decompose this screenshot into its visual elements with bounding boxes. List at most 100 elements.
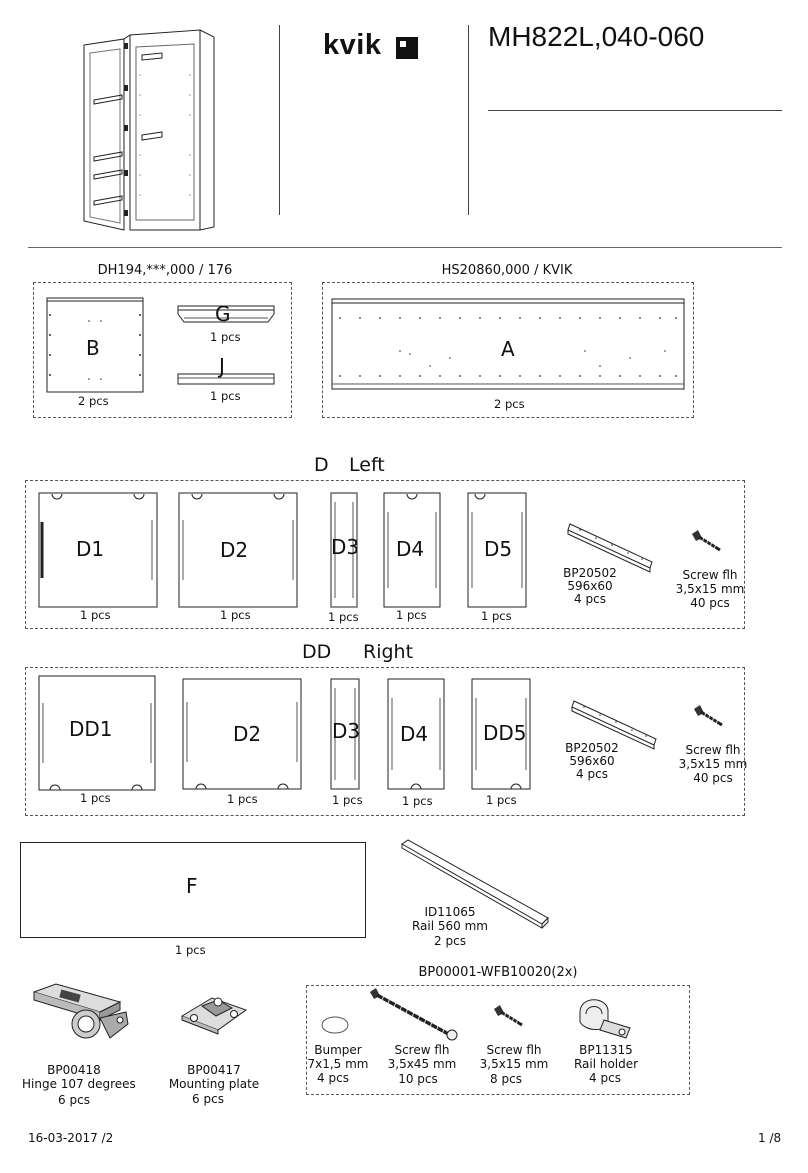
rail-drawing — [401, 839, 549, 929]
hardware-bag-title: BP00001-WFB10020(2x) — [418, 965, 578, 980]
part-d3-label: D3 — [331, 535, 360, 559]
mounting-plate-icon — [180, 997, 248, 1035]
rail-holder-qty: 4 pcs — [589, 1071, 621, 1085]
part-dd1-label: DD1 — [69, 717, 113, 741]
long-screw-icon — [370, 988, 458, 1041]
hinge-name: Hinge 107 degrees — [22, 1077, 136, 1091]
model-number: MH822L,040-060 — [488, 21, 705, 52]
part-g-drawing — [177, 305, 275, 323]
part-dd-d2-drawing — [182, 678, 302, 790]
dd-screw-qty: 40 pcs — [693, 771, 733, 785]
part-b-label: B — [86, 336, 100, 360]
dd-bracket-qty: 4 pcs — [576, 767, 608, 781]
d-bracket-size: 596x60 — [567, 579, 613, 593]
section-d-box — [25, 480, 745, 629]
hinge-code: BP00418 — [47, 1063, 101, 1077]
section-d-code: D — [314, 454, 329, 476]
hinge-icon — [32, 983, 129, 1039]
kit-title-right: HS20860,000 / KVIK — [441, 263, 573, 278]
part-dd-d3-label: D3 — [332, 719, 361, 743]
rail-name: Rail 560 mm — [411, 919, 488, 933]
part-d1-label: D1 — [76, 537, 105, 561]
screw-icon — [692, 530, 721, 552]
dd-screw-size: 3,5x15 mm — [678, 757, 748, 771]
part-d2-qty: 1 pcs — [220, 608, 251, 622]
part-d1-qty: 1 pcs — [80, 608, 111, 622]
part-j-qty: 1 pcs — [210, 389, 241, 403]
part-d2-label: D2 — [220, 538, 249, 562]
bumper-icon — [321, 1016, 349, 1034]
rail-holder-icon — [579, 999, 631, 1039]
short-screw-name: Screw flh — [486, 1043, 542, 1057]
mounting-plate-qty: 6 pcs — [192, 1092, 224, 1106]
section-dd-box — [25, 667, 745, 816]
part-j-drawing — [177, 373, 275, 385]
d-bracket-qty: 4 pcs — [574, 592, 606, 606]
header-divider-right — [468, 25, 469, 215]
part-dd-d4-qty: 1 pcs — [402, 794, 433, 808]
brand-logo-mark — [396, 37, 418, 59]
part-b-qty: 2 pcs — [78, 394, 109, 408]
section-dd-side: Right — [363, 641, 414, 663]
d-screw-name: Screw flh — [682, 568, 738, 582]
brand-logo-text: kvik — [323, 29, 382, 61]
rail-qty: 2 pcs — [434, 934, 466, 948]
footer-page: 1 /8 — [758, 1131, 782, 1145]
part-a-drawing — [331, 298, 685, 390]
part-dd5-label: DD5 — [483, 721, 527, 745]
part-dd-d2-qty: 1 pcs — [227, 792, 258, 806]
mounting-plate-name: Mounting plate — [168, 1077, 260, 1091]
mounting-plate-code: BP00417 — [187, 1063, 241, 1077]
part-d3-qty: 1 pcs — [328, 610, 359, 624]
part-dd1-drawing — [38, 675, 156, 791]
part-dd1-qty: 1 pcs — [80, 791, 111, 805]
short-screw-qty: 8 pcs — [490, 1072, 522, 1086]
kit-title-left: DH194,***,000 / 176 — [97, 263, 233, 278]
rail-code: ID11065 — [424, 905, 476, 919]
part-d2-drawing — [178, 492, 298, 608]
part-dd-d4-drawing — [387, 678, 445, 790]
header-separator — [28, 247, 782, 248]
d-screw-qty: 40 pcs — [690, 596, 730, 610]
cabinet-illustration — [83, 29, 215, 231]
bumper-name: Bumper — [314, 1043, 362, 1057]
footer-date: 16-03-2017 /2 — [28, 1131, 114, 1145]
part-f-qty: 1 pcs — [175, 943, 206, 957]
bumper-qty: 4 pcs — [317, 1071, 349, 1085]
part-a-label: A — [501, 337, 515, 361]
model-underline — [488, 110, 782, 111]
part-d5-drawing — [467, 492, 527, 608]
part-dd-d3-qty: 1 pcs — [332, 793, 363, 807]
bracket-bp20502-drawing — [567, 523, 653, 573]
part-d1-drawing — [38, 492, 158, 608]
section-dd-code: DD — [302, 641, 332, 663]
part-d5-label: D5 — [484, 537, 513, 561]
part-d4-label: D4 — [396, 537, 425, 561]
short-screw-icon — [494, 1005, 523, 1027]
dd-bracket-code: BP20502 — [565, 741, 619, 755]
part-a-qty: 2 pcs — [494, 397, 525, 411]
part-dd-d3-drawing — [330, 678, 360, 790]
bracket-bp20502-drawing — [571, 700, 657, 750]
bumper-size: 7x1,5 mm — [307, 1057, 369, 1071]
header-divider-left — [279, 25, 280, 215]
short-screw-size: 3,5x15 mm — [479, 1057, 549, 1071]
part-j-label: J — [219, 354, 225, 378]
kit-box-right — [322, 282, 694, 418]
screw-icon — [694, 705, 723, 727]
dd-screw-name: Screw flh — [685, 743, 741, 757]
part-d4-drawing — [383, 492, 441, 608]
part-dd5-drawing — [471, 678, 531, 790]
rail-holder-code: BP11315 — [579, 1043, 633, 1057]
part-d5-qty: 1 pcs — [481, 609, 512, 623]
rail-holder-name: Rail holder — [573, 1057, 639, 1071]
long-screw-size: 3,5x45 mm — [387, 1057, 457, 1071]
section-d-side: Left — [349, 454, 385, 476]
part-g-label: G — [215, 302, 231, 326]
hinge-qty: 6 pcs — [58, 1093, 90, 1107]
part-d4-qty: 1 pcs — [396, 608, 427, 622]
long-screw-qty: 10 pcs — [398, 1072, 438, 1086]
part-dd-d4-label: D4 — [400, 722, 429, 746]
dd-bracket-size: 596x60 — [569, 754, 615, 768]
part-dd5-qty: 1 pcs — [486, 793, 517, 807]
